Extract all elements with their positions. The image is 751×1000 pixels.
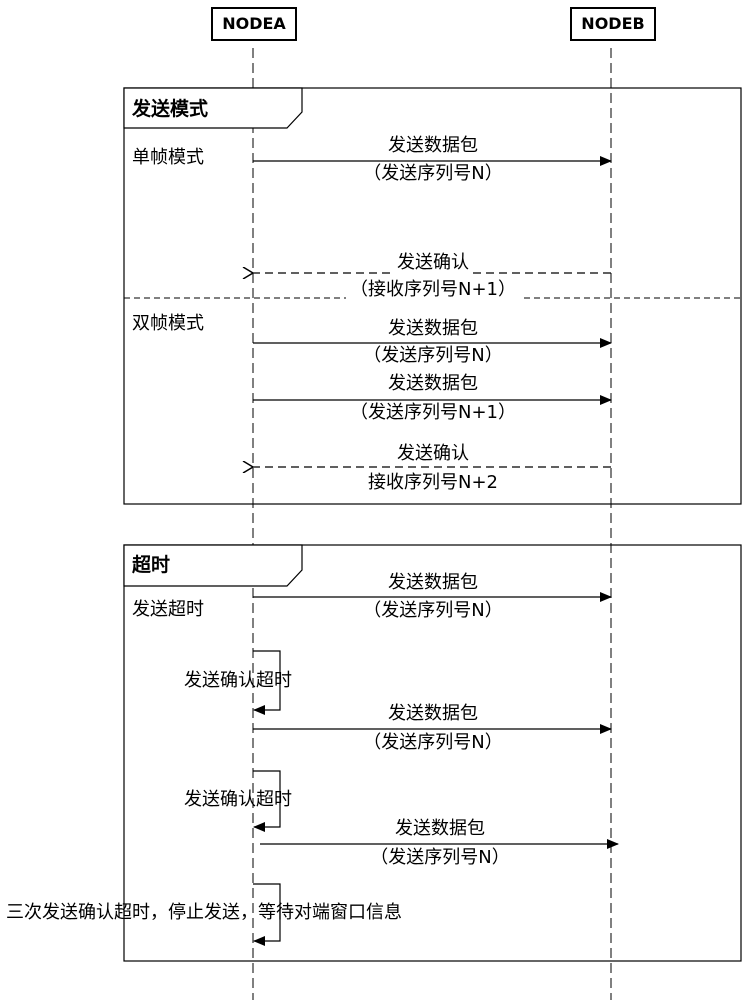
double-packet1-seq: （发送序列号N） — [359, 345, 507, 367]
single-ack-seq: （接收序列号N+1） — [346, 279, 520, 301]
double-packet2-seq: （发送序列号N+1） — [346, 402, 520, 424]
timeout-packet3-label: 发送数据包 — [391, 818, 489, 840]
timeout-packet1-label: 发送数据包 — [384, 572, 482, 594]
send-mode-frame — [123, 87, 742, 505]
timeout-frame — [123, 544, 742, 962]
double-packet1-label: 发送数据包 — [384, 318, 482, 340]
timeout-title-tab — [123, 544, 303, 587]
double-packet2-label: 发送数据包 — [384, 373, 482, 395]
timeout-title: 超时 — [132, 554, 171, 576]
double-ack-label: 发送确认 — [393, 443, 473, 465]
single-ack-label: 发送确认 — [393, 252, 473, 274]
timeout-packet3-seq: （发送序列号N） — [366, 847, 514, 869]
send-mode-title-tab — [123, 87, 303, 129]
self-timeout-arrow-1 — [253, 650, 281, 715]
single-mode-label: 单帧模式 — [132, 147, 204, 168]
final-timeout-note: 三次发送确认超时，停止发送，等待对端窗口信息 — [6, 902, 402, 923]
double-mode-label: 双帧模式 — [132, 313, 204, 334]
timeout-label: 发送超时 — [132, 599, 204, 620]
node-b-box: NODEB — [570, 7, 656, 41]
timeout-packet1-seq: （发送序列号N） — [359, 600, 507, 622]
node-a-box: NODEA — [211, 7, 297, 41]
self-timeout-arrow-2 — [253, 770, 281, 832]
self-timeout-arrow-3 — [253, 883, 281, 946]
double-ack-seq: 接收序列号N+2 — [364, 472, 502, 494]
timeout-packet2-label: 发送数据包 — [384, 703, 482, 725]
ack-timeout-label-2: 发送确认超时 — [184, 789, 292, 810]
send-mode-title: 发送模式 — [132, 98, 209, 120]
single-packet-label: 发送数据包 — [384, 135, 482, 157]
single-packet-seq: （发送序列号N） — [359, 163, 507, 185]
ack-timeout-label-1: 发送确认超时 — [184, 670, 292, 691]
timeout-packet2-seq: （发送序列号N） — [359, 732, 507, 754]
